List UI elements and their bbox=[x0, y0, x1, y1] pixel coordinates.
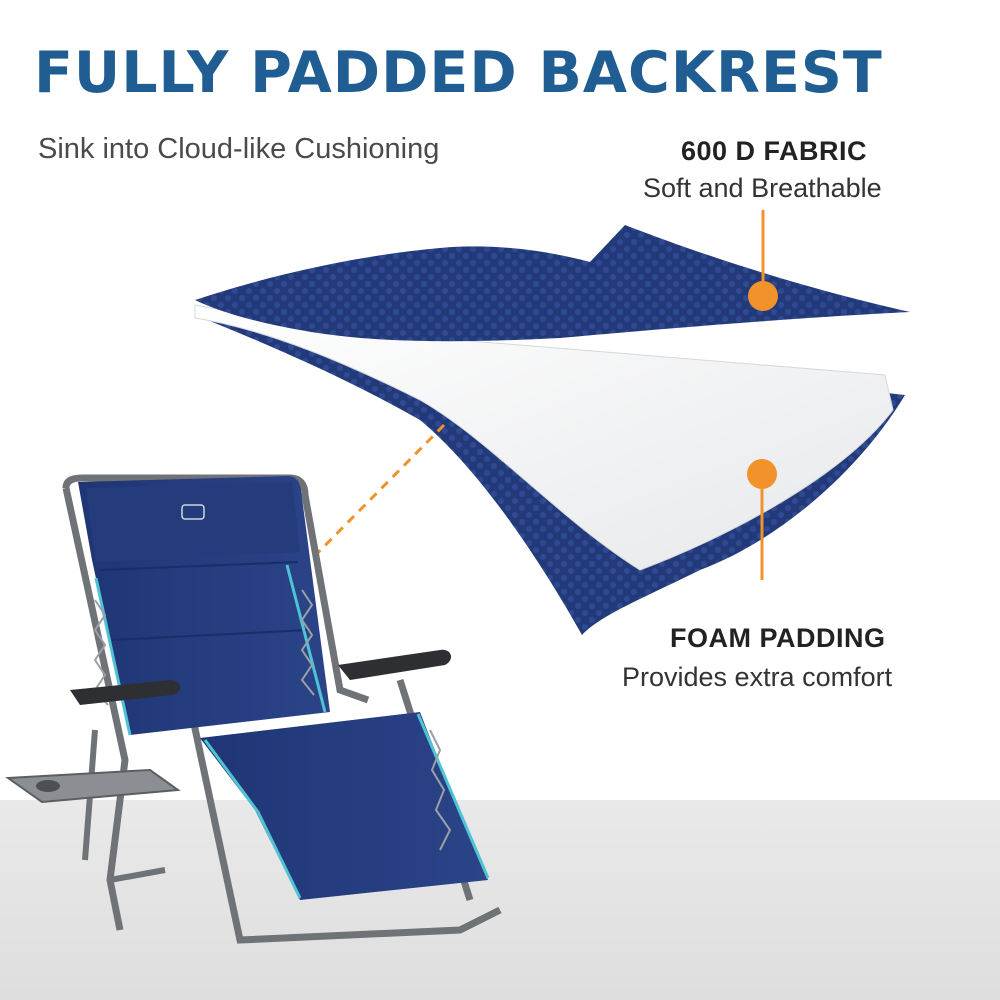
brand-logo bbox=[181, 504, 205, 520]
page-title: FULLY PADDED BACKREST bbox=[34, 40, 883, 106]
floor-background bbox=[0, 800, 1000, 1000]
foam-callout-description: Provides extra comfort bbox=[622, 662, 893, 692]
fabric-callout-description: Soft and Breathable bbox=[643, 173, 882, 203]
side-tray bbox=[5, 768, 181, 804]
cup-holder bbox=[36, 780, 60, 792]
top-fabric-layer bbox=[195, 225, 910, 342]
cushion-cross-section bbox=[194, 225, 910, 635]
foam-callout-heading: FOAM PADDING bbox=[670, 623, 886, 653]
chair-front-frame bbox=[186, 704, 502, 944]
foam-callout-dot bbox=[747, 459, 777, 489]
fabric-callout-pointer bbox=[748, 210, 778, 311]
right-armrest bbox=[338, 649, 452, 680]
teal-trim-left bbox=[94, 577, 132, 736]
foam-padding-layer bbox=[194, 304, 894, 571]
chair-seat bbox=[200, 712, 488, 900]
fabric-callout-heading: 600 D FABRIC bbox=[681, 136, 868, 166]
left-armrest bbox=[70, 680, 181, 705]
chair-left-leg bbox=[62, 487, 129, 931]
teal-trim-right bbox=[285, 564, 327, 713]
page-subtitle: Sink into Cloud-like Cushioning bbox=[38, 133, 440, 165]
fabric-callout-dot bbox=[748, 281, 778, 311]
foam-callout-pointer bbox=[747, 459, 777, 580]
chair-headrest-pillow bbox=[86, 482, 300, 562]
lounge-chair bbox=[5, 474, 502, 944]
